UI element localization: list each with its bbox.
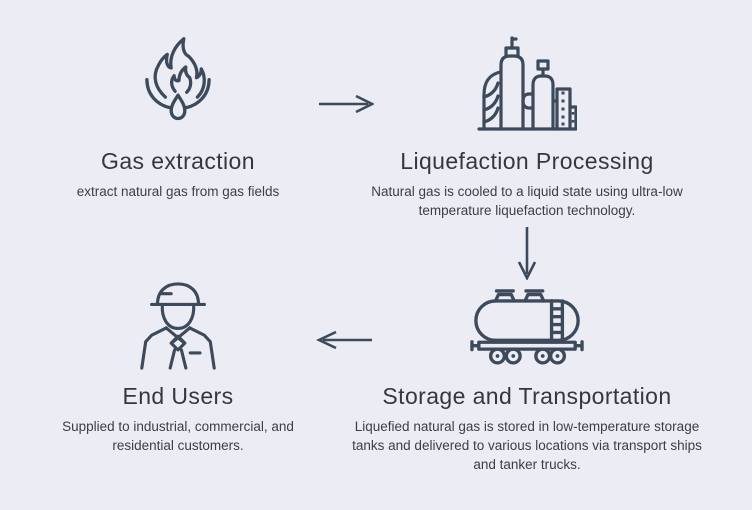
arrow-down-icon [517,226,537,285]
step-gas-extraction: Gas extraction extract natural gas from … [18,30,338,201]
step-title: End Users [122,383,234,409]
refinery-plant-icon [477,30,577,135]
step-description: Natural gas is cooled to a liquid state … [371,184,683,219]
step-title: Storage and Transportation [382,383,672,409]
flame-drop-icon [139,30,217,135]
worker-icon [131,280,225,370]
step-title: Gas extraction [101,148,255,174]
arrow-left-icon [315,330,374,355]
tank-wagon-icon [469,280,585,370]
arrow-right-icon [318,94,375,119]
step-title: Liquefaction Processing [400,148,654,174]
step-description: Liquefied natural gas is stored in low-t… [352,419,702,473]
step-end-users: End Users Supplied to industrial, commer… [18,280,338,455]
step-description: Supplied to industrial, commercial, and … [62,419,294,454]
step-liquefaction-processing: Liquefaction Processing Natural gas is c… [347,30,707,220]
step-storage-transportation: Storage and Transportation Liquefied nat… [337,280,717,474]
step-description: extract natural gas from gas fields [76,184,280,199]
